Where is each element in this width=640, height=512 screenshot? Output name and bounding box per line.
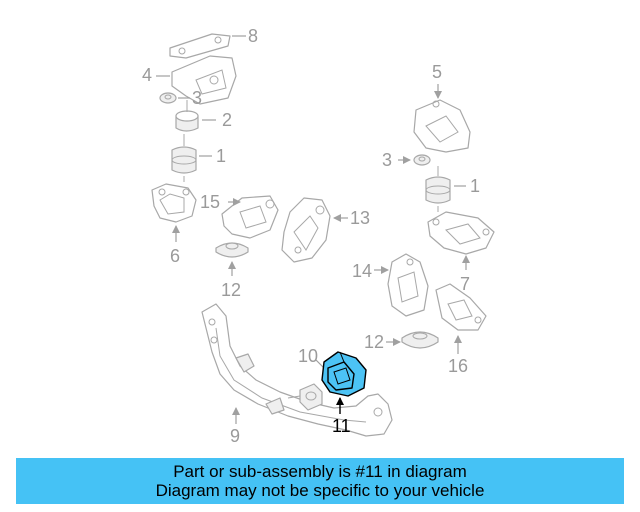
callout-9: 9 xyxy=(230,426,240,446)
part-15-bracket xyxy=(221,195,279,239)
callout-5: 5 xyxy=(432,62,442,82)
callout-12b: 12 xyxy=(364,332,384,352)
callout-7: 7 xyxy=(460,274,470,294)
callout-6: 6 xyxy=(170,246,180,266)
part-2-stopper xyxy=(175,100,199,132)
callout-10: 10 xyxy=(298,346,318,366)
part-3-nut-left xyxy=(159,92,177,104)
part-3-nut-right xyxy=(413,154,431,166)
part-7-bracket xyxy=(427,211,495,255)
part-13-bracket xyxy=(281,197,331,263)
parts-diagram: 8 4 3 2 1 6 15 xyxy=(142,26,495,446)
callout-16: 16 xyxy=(448,356,468,376)
part-1-mount-left xyxy=(171,134,197,182)
part-6-bracket xyxy=(151,183,197,223)
part-4-bracket xyxy=(171,55,237,105)
part-12-pad-right xyxy=(401,331,439,349)
callout-3a: 3 xyxy=(192,88,202,108)
callout-13: 13 xyxy=(350,208,370,228)
callout-11: 11 xyxy=(332,416,351,436)
callout-8: 8 xyxy=(248,26,258,46)
part-9-crossmember xyxy=(201,303,393,437)
callout-1a: 1 xyxy=(216,146,226,166)
callout-14: 14 xyxy=(352,261,372,281)
part-12-pad-left xyxy=(215,242,249,258)
callout-3b: 3 xyxy=(382,150,392,170)
part-14-bracket xyxy=(387,253,429,317)
callout-2: 2 xyxy=(222,110,232,130)
banner-line-1: Part or sub-assembly is #11 in diagram xyxy=(173,462,467,481)
callout-4: 4 xyxy=(142,65,152,85)
callout-15: 15 xyxy=(200,192,220,212)
callout-12a: 12 xyxy=(221,280,241,300)
part-11-highlighted-mount xyxy=(321,351,367,397)
info-banner: Part or sub-assembly is #11 in diagram D… xyxy=(16,458,624,504)
part-8-plate xyxy=(169,33,231,59)
part-16-bracket xyxy=(435,283,487,331)
callout-1b: 1 xyxy=(470,176,480,196)
part-10-bushing xyxy=(287,383,323,411)
part-5-bracket xyxy=(413,99,471,153)
part-1-mount-right xyxy=(425,166,451,212)
banner-line-2: Diagram may not be specific to your vehi… xyxy=(155,481,485,500)
